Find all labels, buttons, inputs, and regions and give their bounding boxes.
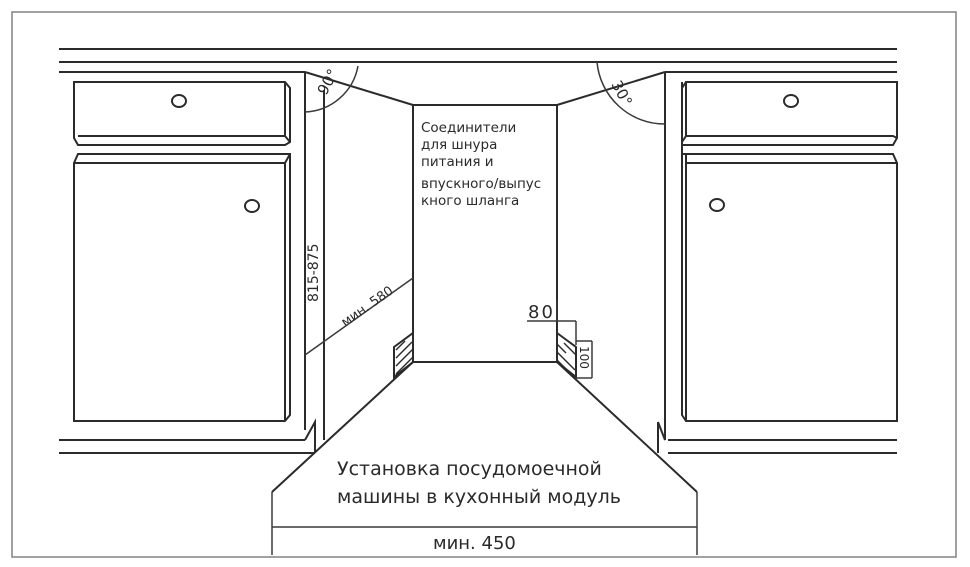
left-cabinet: [59, 72, 325, 454]
depth-dimension-label: мин. 580: [339, 284, 397, 331]
height-dimension: 815-875: [306, 244, 322, 303]
right-door-angle: 30°: [596, 61, 666, 125]
note-line: Соединители: [421, 120, 516, 136]
height-dimension-label: 815-875: [306, 244, 322, 303]
note-line: впускного/выпус: [421, 176, 541, 192]
worktop: [59, 48, 897, 73]
plinth-height-label: 100: [577, 346, 591, 369]
plinth-depth-label: 80: [528, 302, 555, 323]
left-door-angle-label: 90°: [314, 66, 342, 98]
width-dimension-label: мин. 450: [433, 533, 516, 554]
left-plinth-hatch: [393, 331, 414, 380]
note-line: кного шланга: [421, 193, 519, 209]
drawer-handle-icon: [783, 94, 799, 108]
diagram-title-line1: Установка посудомоечной: [337, 458, 602, 480]
door-handle-icon: [244, 199, 260, 213]
door-handle-icon: [709, 198, 725, 212]
left-door-angle: 90°: [304, 65, 359, 113]
right-plinth-hatch: [556, 331, 577, 380]
diagram-title-line2: машины в кухонный модуль: [337, 486, 621, 508]
right-cabinet: [657, 72, 898, 454]
diagram-frame: [11, 11, 957, 558]
note-line: питания и: [421, 154, 494, 170]
drawer-handle-icon: [171, 94, 187, 108]
plinth-height-dimension: 100: [576, 340, 593, 379]
plinth-depth-dimension: 80: [527, 300, 577, 345]
note-line: для шнура: [421, 137, 497, 153]
dishwasher-niche: [271, 71, 698, 555]
connector-note: Соединители для шнура питания и впускног…: [421, 120, 541, 209]
